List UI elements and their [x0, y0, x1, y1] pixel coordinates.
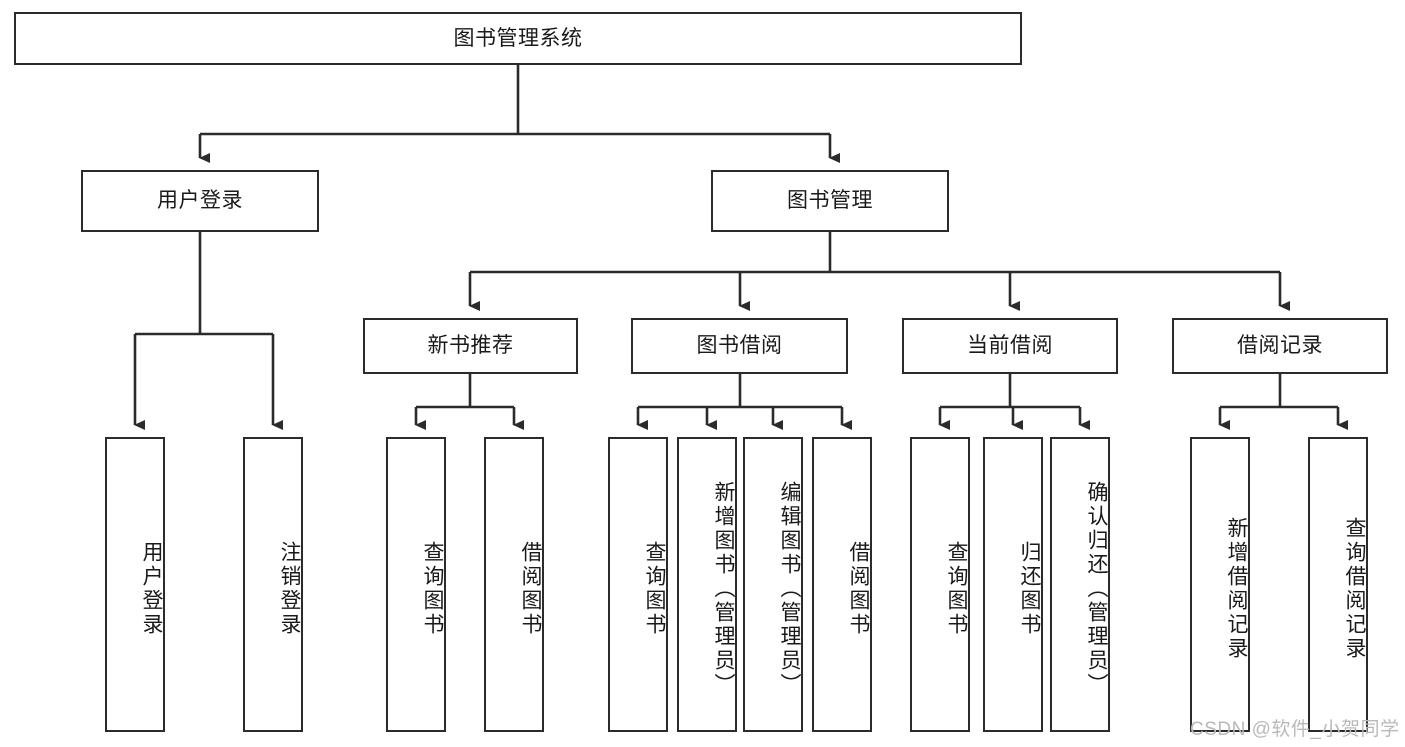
node-book-manage-label: 图书管理 [787, 189, 873, 213]
node-user-login[interactable]: 用户登录 [81, 170, 319, 232]
node-leaf-borrow-book-2[interactable]: 借阅图书 [812, 437, 872, 732]
node-book-borrow[interactable]: 图书借阅 [631, 318, 848, 374]
node-current-borrow[interactable]: 当前借阅 [902, 318, 1118, 374]
watermark-text: CSDN @软件_小贺同学 [1190, 719, 1400, 740]
node-leaf-query-book-2[interactable]: 查询图书 [608, 437, 668, 732]
node-leaf-query-book-1-label: 查询图书 [421, 540, 444, 637]
node-leaf-return-book[interactable]: 归还图书 [983, 437, 1043, 732]
node-leaf-confirm-return[interactable]: 确认归还（管理员） [1050, 437, 1110, 732]
node-new-book-rec-label: 新书推荐 [427, 334, 514, 358]
node-leaf-borrow-book-1[interactable]: 借阅图书 [484, 437, 544, 732]
node-leaf-query-record[interactable]: 查询借阅记录 [1308, 437, 1368, 732]
node-leaf-edit-book-label: 编辑图书（管理员） [778, 480, 801, 697]
node-borrow-record[interactable]: 借阅记录 [1172, 318, 1388, 374]
node-leaf-edit-book[interactable]: 编辑图书（管理员） [743, 437, 803, 732]
node-leaf-add-book-label: 新增图书（管理员） [712, 480, 735, 697]
node-book-borrow-label: 图书借阅 [696, 334, 783, 358]
node-borrow-record-label: 借阅记录 [1237, 334, 1323, 358]
node-current-borrow-label: 当前借阅 [967, 334, 1053, 358]
node-leaf-borrow-book-2-label: 借阅图书 [847, 540, 870, 637]
node-leaf-query-record-label: 查询借阅记录 [1343, 516, 1366, 661]
node-leaf-add-record-label: 新增借阅记录 [1225, 516, 1248, 661]
node-leaf-borrow-book-1-label: 借阅图书 [519, 540, 542, 637]
node-leaf-logout-label: 注销登录 [278, 540, 301, 637]
node-leaf-add-record[interactable]: 新增借阅记录 [1190, 437, 1250, 732]
node-leaf-query-book-3-label: 查询图书 [945, 540, 968, 637]
node-leaf-logout[interactable]: 注销登录 [243, 437, 303, 732]
node-leaf-user-login-label: 用户登录 [140, 540, 163, 637]
node-leaf-add-book[interactable]: 新增图书（管理员） [677, 437, 737, 732]
node-root-图书管理系统-label: 图书管理系统 [453, 26, 583, 50]
node-leaf-user-login[interactable]: 用户登录 [105, 437, 165, 732]
node-leaf-query-book-2-label: 查询图书 [643, 540, 666, 637]
node-book-manage[interactable]: 图书管理 [711, 170, 949, 232]
node-leaf-confirm-return-label: 确认归还（管理员） [1085, 480, 1108, 697]
node-leaf-return-book-label: 归还图书 [1018, 540, 1041, 637]
node-root-图书管理系统[interactable]: 图书管理系统 [14, 12, 1022, 65]
node-new-book-rec[interactable]: 新书推荐 [363, 318, 578, 374]
node-leaf-query-book-1[interactable]: 查询图书 [386, 437, 446, 732]
node-leaf-query-book-3[interactable]: 查询图书 [910, 437, 970, 732]
node-user-login-label: 用户登录 [157, 189, 243, 213]
